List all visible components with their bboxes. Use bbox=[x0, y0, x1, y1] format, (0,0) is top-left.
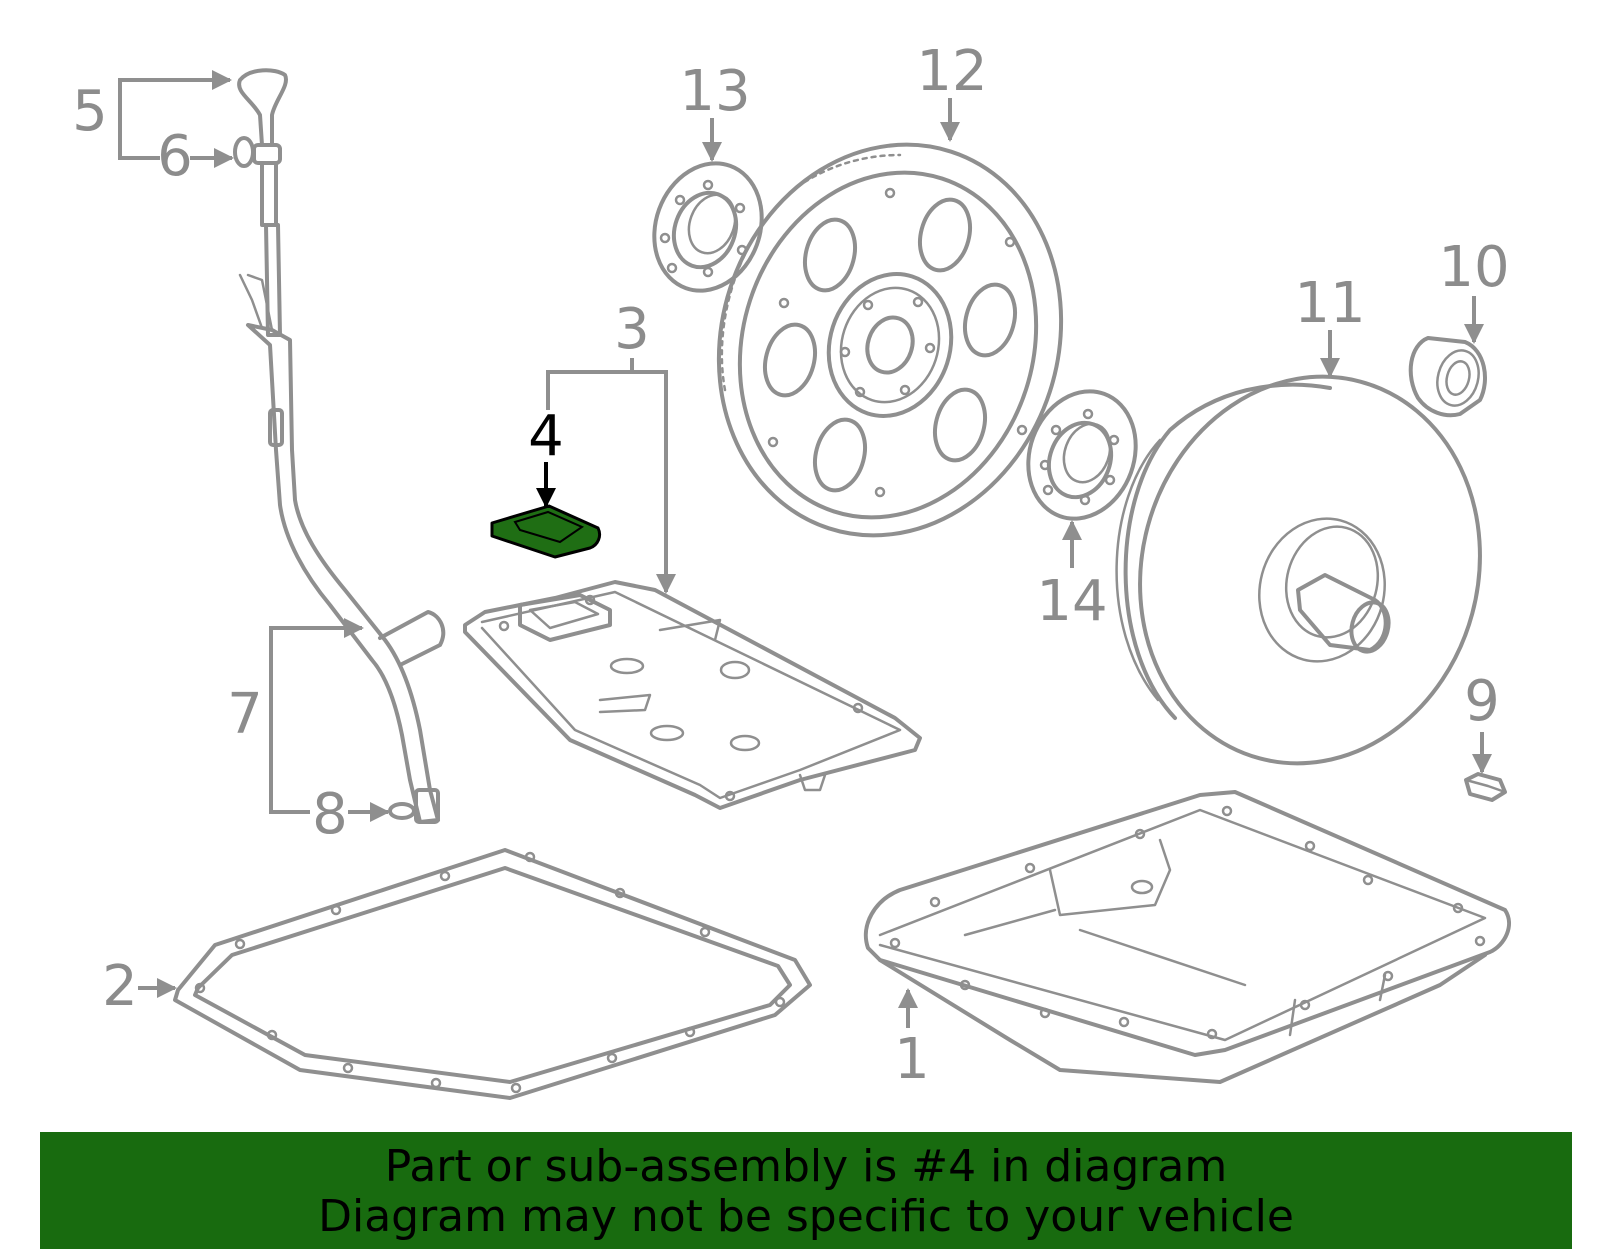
callout-11: 11 bbox=[1294, 271, 1365, 336]
callout-1: 1 bbox=[894, 1027, 930, 1092]
dipstick-tube-part bbox=[246, 323, 446, 824]
drive-plate-part bbox=[716, 142, 1064, 538]
oil-pan-gasket-part bbox=[173, 848, 812, 1100]
oil-pan-part bbox=[863, 790, 1511, 1084]
callout-14: 14 bbox=[1036, 569, 1107, 634]
dipstick-part bbox=[237, 68, 288, 337]
callout-13: 13 bbox=[679, 59, 750, 124]
seal-part bbox=[1408, 336, 1487, 418]
clip-part bbox=[1464, 772, 1507, 802]
spacer-part bbox=[652, 161, 764, 293]
oil-strainer-part bbox=[463, 580, 922, 810]
callout-3: 3 bbox=[614, 297, 650, 362]
callout-12: 12 bbox=[916, 39, 987, 104]
leader-lines bbox=[118, 70, 1492, 1028]
banner-line-1: Part or sub-assembly is #4 in diagram bbox=[384, 1141, 1228, 1192]
callout-5: 5 bbox=[72, 79, 108, 144]
torque-converter-part bbox=[1115, 374, 1482, 766]
callout-9: 9 bbox=[1464, 669, 1500, 734]
parts-diagram: 1 2 3 4 5 6 7 8 9 10 11 12 13 14 bbox=[72, 39, 1511, 1100]
callout-6: 6 bbox=[157, 124, 193, 189]
callout-10: 10 bbox=[1438, 235, 1509, 300]
banner-line-2: Diagram may not be specific to your vehi… bbox=[318, 1191, 1294, 1242]
callout-7: 7 bbox=[227, 682, 263, 747]
spacer-2-part bbox=[1026, 389, 1138, 521]
tube-o-ring bbox=[388, 802, 416, 820]
dipstick-o-ring bbox=[233, 136, 255, 168]
info-banner: Part or sub-assembly is #4 in diagram Di… bbox=[40, 1132, 1572, 1249]
highlighted-part-4 bbox=[490, 504, 602, 559]
callout-2: 2 bbox=[102, 954, 138, 1019]
callout-4: 4 bbox=[528, 404, 564, 469]
callout-8: 8 bbox=[312, 782, 348, 847]
